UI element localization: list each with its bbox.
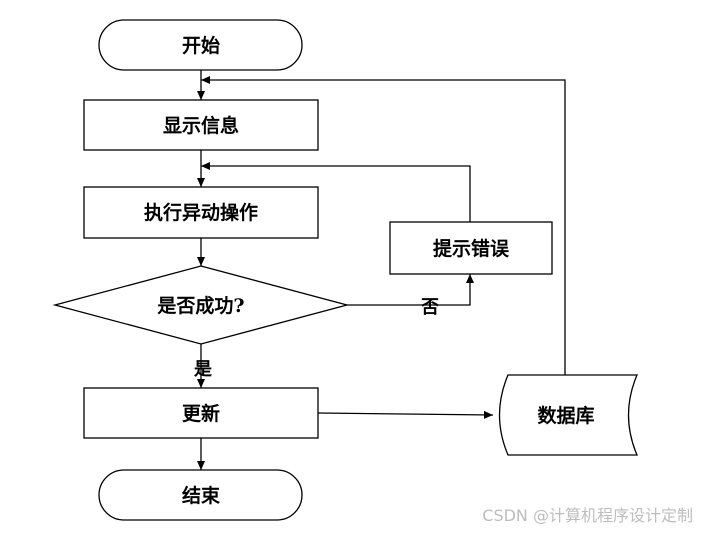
edge-database-loop: [201, 76, 566, 375]
prompt-error-node: 提示错误: [389, 221, 553, 275]
database-label: 数据库: [537, 404, 594, 427]
start-node: 开始: [98, 19, 303, 71]
start-label: 开始: [182, 34, 220, 57]
prompt-error-label: 提示错误: [433, 237, 510, 260]
connectors: [197, 70, 566, 470]
edge-error-loop: [201, 162, 471, 222]
show-info-node: 显示信息: [83, 99, 319, 151]
edge-update-to-database: [317, 410, 494, 419]
end-node: 结束: [98, 469, 303, 521]
no-label: 否: [420, 297, 439, 318]
yes-label: 是: [193, 359, 212, 380]
watermark: CSDN @计算机程序设计定制: [482, 506, 693, 525]
database-node: 数据库: [498, 374, 638, 456]
execute-node: 执行异动操作: [83, 186, 319, 239]
end-label: 结束: [182, 484, 221, 507]
execute-label: 执行异动操作: [144, 201, 258, 224]
decision-label: 是否成功?: [157, 294, 244, 317]
update-label: 更新: [182, 402, 220, 425]
update-node: 更新: [83, 387, 319, 439]
edge-decision-no: [347, 274, 474, 306]
decision-node: 是否成功?: [52, 265, 350, 345]
show-info-label: 显示信息: [163, 114, 239, 137]
